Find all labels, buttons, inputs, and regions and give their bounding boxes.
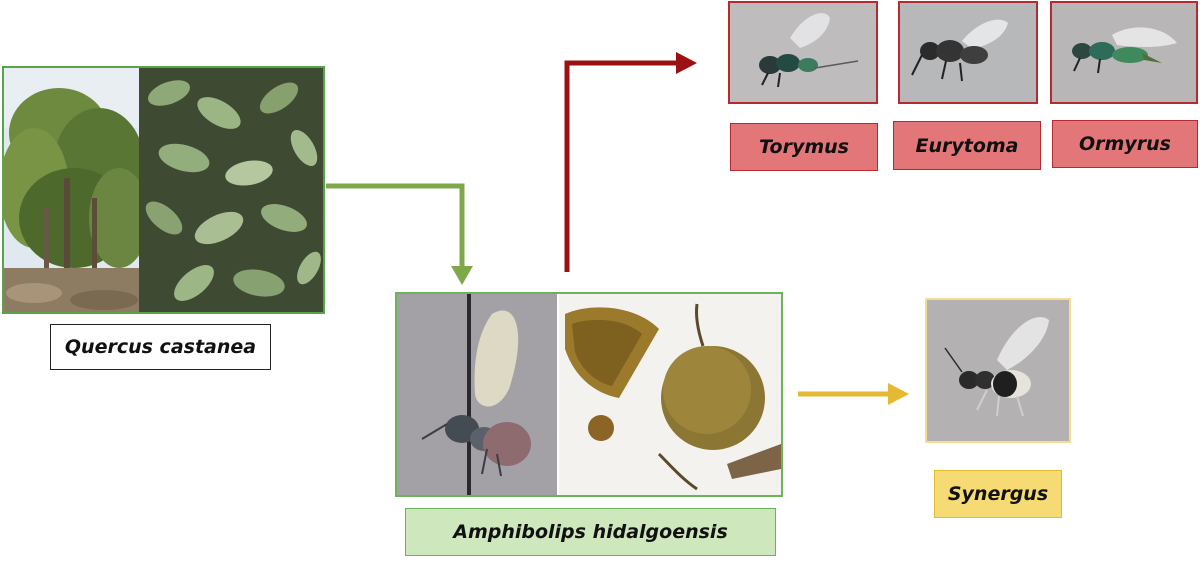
gall-wasp-label: Amphibolips hidalgoensis bbox=[405, 508, 776, 556]
gall-wasp-label-text: Amphibolips hidalgoensis bbox=[453, 521, 728, 543]
parasitoid-label-torymus: Torymus bbox=[730, 123, 878, 171]
oak-tree-image bbox=[4, 68, 149, 312]
inquiline-label-synergus: Synergus bbox=[934, 470, 1062, 518]
parasitoid-label-eurytoma-text: Eurytoma bbox=[915, 134, 1019, 157]
host-plant-label: Quercus castanea bbox=[50, 324, 271, 370]
gall-wasp-specimen-image bbox=[397, 294, 557, 495]
gall-wasp-photo bbox=[395, 292, 783, 497]
parasitoid-label-eurytoma: Eurytoma bbox=[893, 121, 1041, 170]
galler-to-inquiline-arrow bbox=[798, 383, 909, 405]
host-to-galler-arrow bbox=[326, 183, 473, 285]
parasitoid-photo-eurytoma bbox=[898, 1, 1038, 104]
parasitoid-label-torymus-text: Torymus bbox=[759, 136, 849, 158]
oak-gall-image bbox=[559, 294, 781, 495]
parasitoid-photo-ormyrus bbox=[1050, 1, 1198, 104]
oak-leaves-image bbox=[139, 68, 323, 312]
inquiline-photo-synergus bbox=[925, 298, 1071, 443]
host-plant-photo bbox=[2, 66, 325, 314]
parasitoid-label-ormyrus-text: Ormyrus bbox=[1079, 133, 1171, 155]
parasitoid-label-ormyrus: Ormyrus bbox=[1052, 120, 1198, 168]
galler-to-parasitoids-arrow bbox=[564, 52, 697, 272]
host-plant-label-text: Quercus castanea bbox=[64, 336, 257, 358]
inquiline-label-synergus-text: Synergus bbox=[947, 483, 1049, 505]
parasitoid-photo-torymus bbox=[728, 1, 878, 104]
